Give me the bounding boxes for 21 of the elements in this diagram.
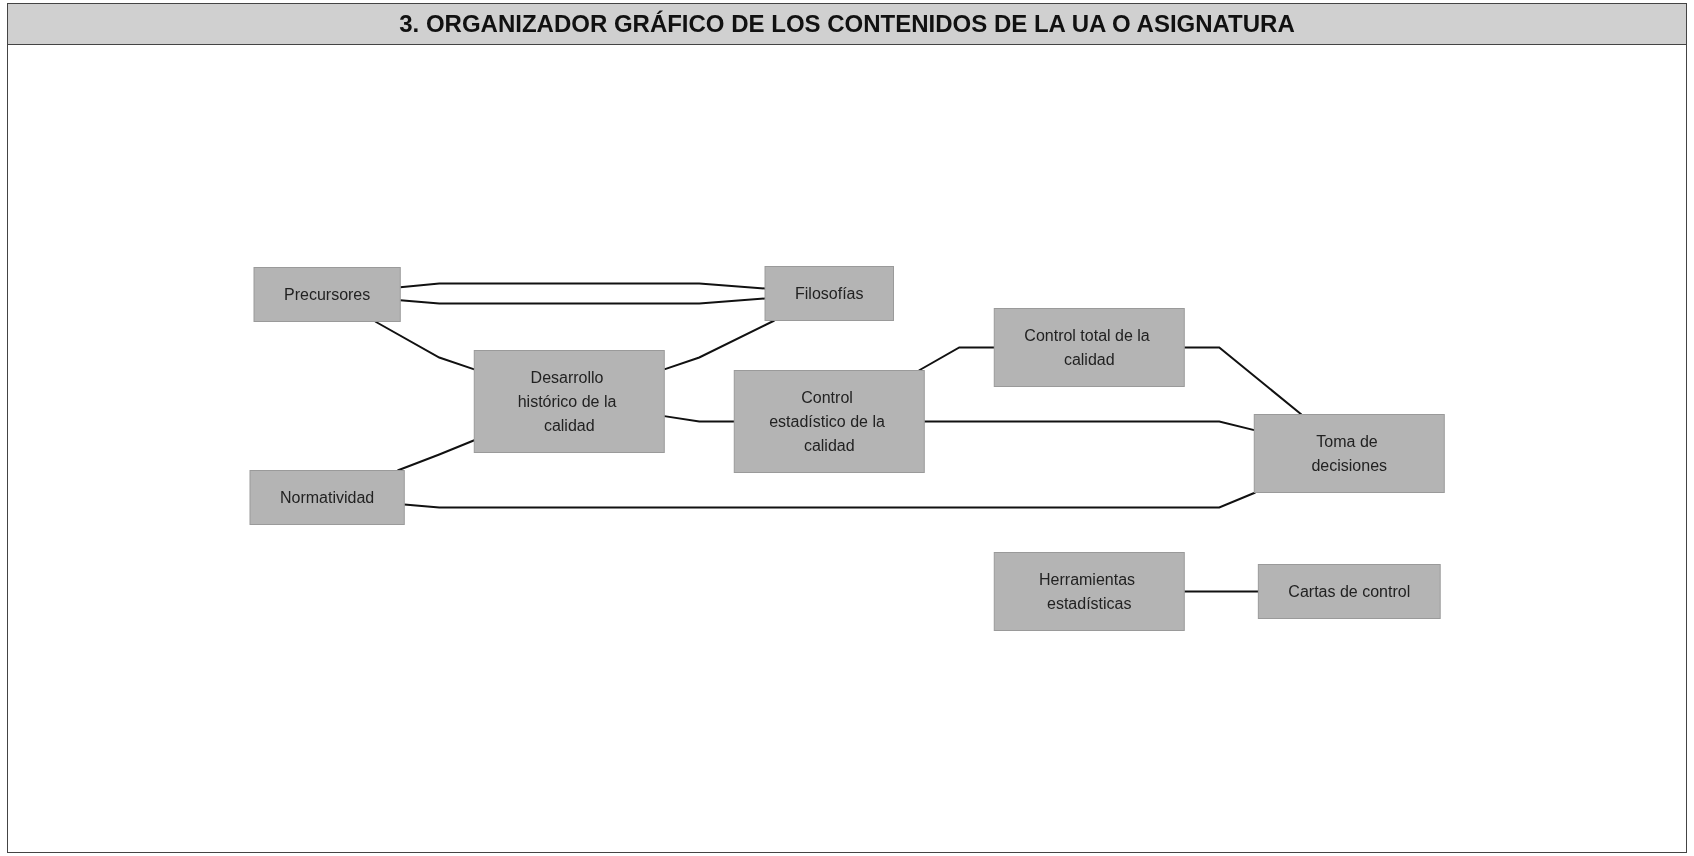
connector xyxy=(923,420,1256,432)
node-box: Cartas de control xyxy=(1257,564,1441,619)
connector xyxy=(917,346,996,372)
connector xyxy=(399,282,766,290)
node-box: Herramientas estadísticas xyxy=(993,552,1185,631)
connector xyxy=(403,491,1257,509)
node-box: Precursores xyxy=(253,267,401,322)
connector xyxy=(663,415,736,423)
node-box: Control estadístico de la calidad xyxy=(733,370,925,473)
node-box: Desarrollo histórico de la calidad xyxy=(473,350,665,453)
connector xyxy=(374,320,476,371)
node-box: Toma de decisiones xyxy=(1253,414,1445,493)
connector xyxy=(396,439,476,472)
connector xyxy=(663,319,776,371)
diagram-title: 3. ORGANIZADOR GRÁFICO DE LOS CONTENIDOS DE LA UA O ASIGNATURA xyxy=(8,4,1686,45)
node-box: Normatividad xyxy=(249,470,405,525)
connector xyxy=(1183,590,1260,593)
connector xyxy=(399,297,766,305)
node-box: Control total de la calidad xyxy=(993,308,1185,387)
connector xyxy=(1183,346,1303,416)
node-box: Filosofías xyxy=(764,266,894,321)
